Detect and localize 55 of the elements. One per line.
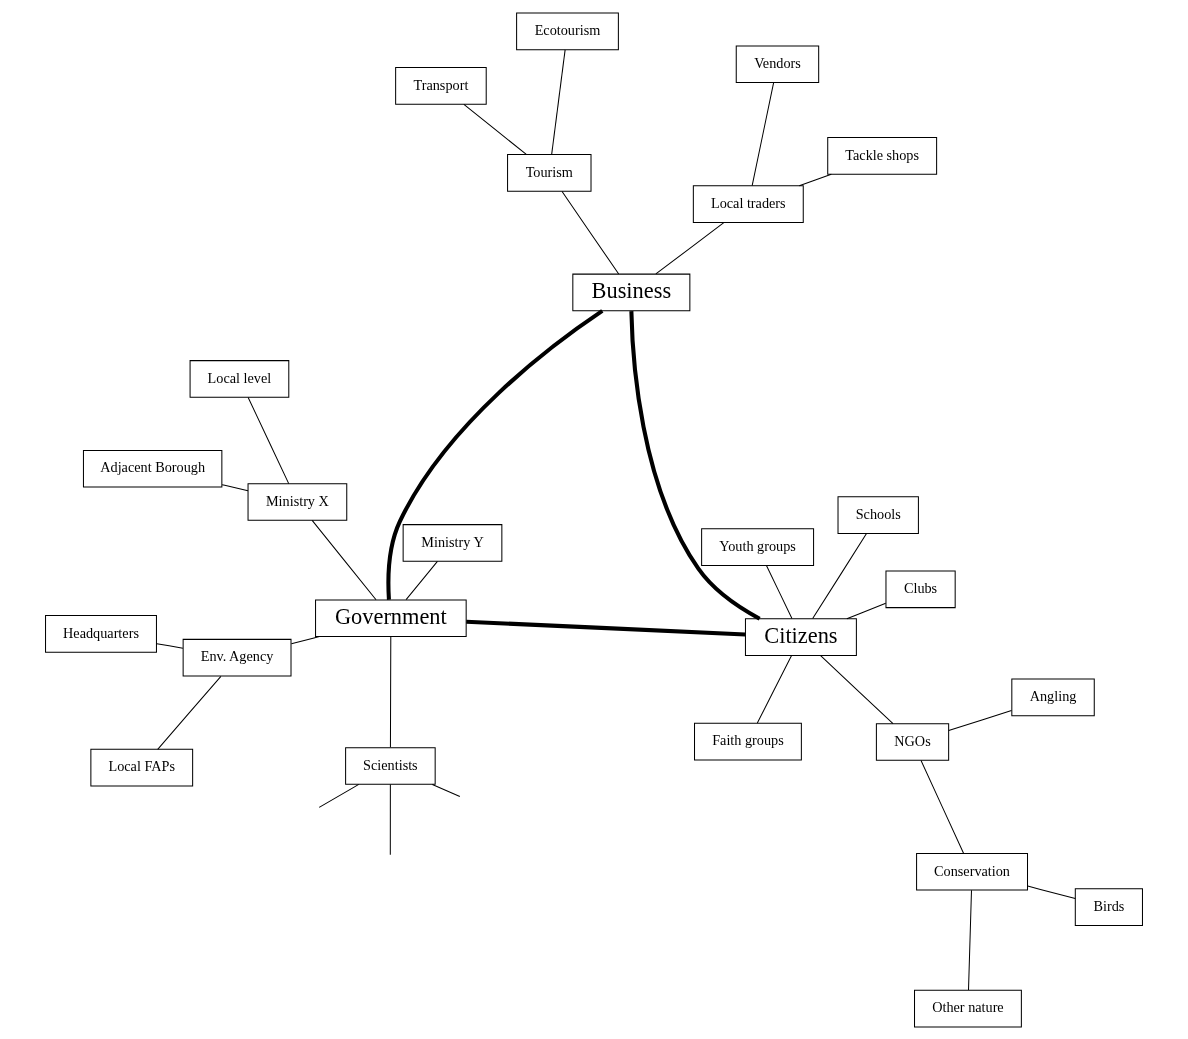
node-box: Adjacent Borough	[82, 449, 223, 488]
connector	[389, 635, 392, 748]
connector	[655, 221, 725, 274]
connector	[290, 635, 320, 644]
connector	[756, 654, 792, 724]
connector	[820, 654, 894, 724]
connector	[766, 564, 793, 619]
node-box: Birds	[1074, 887, 1143, 926]
node-box: Local FAPs	[90, 748, 194, 786]
node-box: Youth groups	[701, 527, 815, 566]
node-box: Faith groups	[694, 722, 802, 760]
node-box: Ministry X	[247, 482, 348, 521]
connector	[551, 48, 566, 155]
node-box: Business	[572, 273, 691, 311]
connector	[1027, 885, 1076, 899]
connector	[318, 783, 360, 808]
connector	[311, 519, 377, 600]
node-box: Local level	[189, 359, 290, 398]
node-box: Tackle shops	[827, 136, 938, 175]
connector	[812, 532, 867, 619]
connector	[221, 483, 249, 491]
connector	[389, 783, 391, 855]
node-box: Schools	[837, 495, 919, 534]
node-box: Ministry Y	[402, 523, 503, 562]
node-box: Other nature	[914, 989, 1022, 1027]
node-box: NGOs	[875, 722, 950, 761]
node-box: Tourism	[507, 153, 592, 192]
connector	[920, 759, 965, 854]
connector	[846, 602, 887, 619]
connector	[156, 642, 184, 649]
connector	[948, 709, 1012, 731]
node-box: Clubs	[885, 570, 956, 608]
node-box: Env. Agency	[182, 638, 292, 676]
connector	[157, 675, 222, 750]
connector	[463, 103, 527, 155]
node-box: Headquarters	[45, 614, 157, 653]
connector	[466, 619, 746, 637]
connector	[798, 173, 832, 186]
connector	[386, 308, 604, 600]
connector	[751, 81, 775, 186]
node-box: Ecotourism	[516, 12, 619, 50]
connector	[431, 783, 461, 797]
node-box: Scientists	[345, 746, 436, 785]
connector	[629, 310, 761, 621]
node-box: Local traders	[692, 184, 804, 223]
node-box: Citizens	[744, 617, 857, 656]
node-box: Transport	[395, 66, 487, 105]
node-box: Angling	[1011, 678, 1095, 716]
connector	[405, 560, 438, 600]
connector	[561, 190, 620, 275]
node-box: Government	[315, 598, 467, 637]
node-box: Conservation	[916, 852, 1028, 891]
connector	[247, 396, 290, 484]
node-box: Vendors	[735, 44, 820, 83]
connector	[968, 889, 972, 990]
